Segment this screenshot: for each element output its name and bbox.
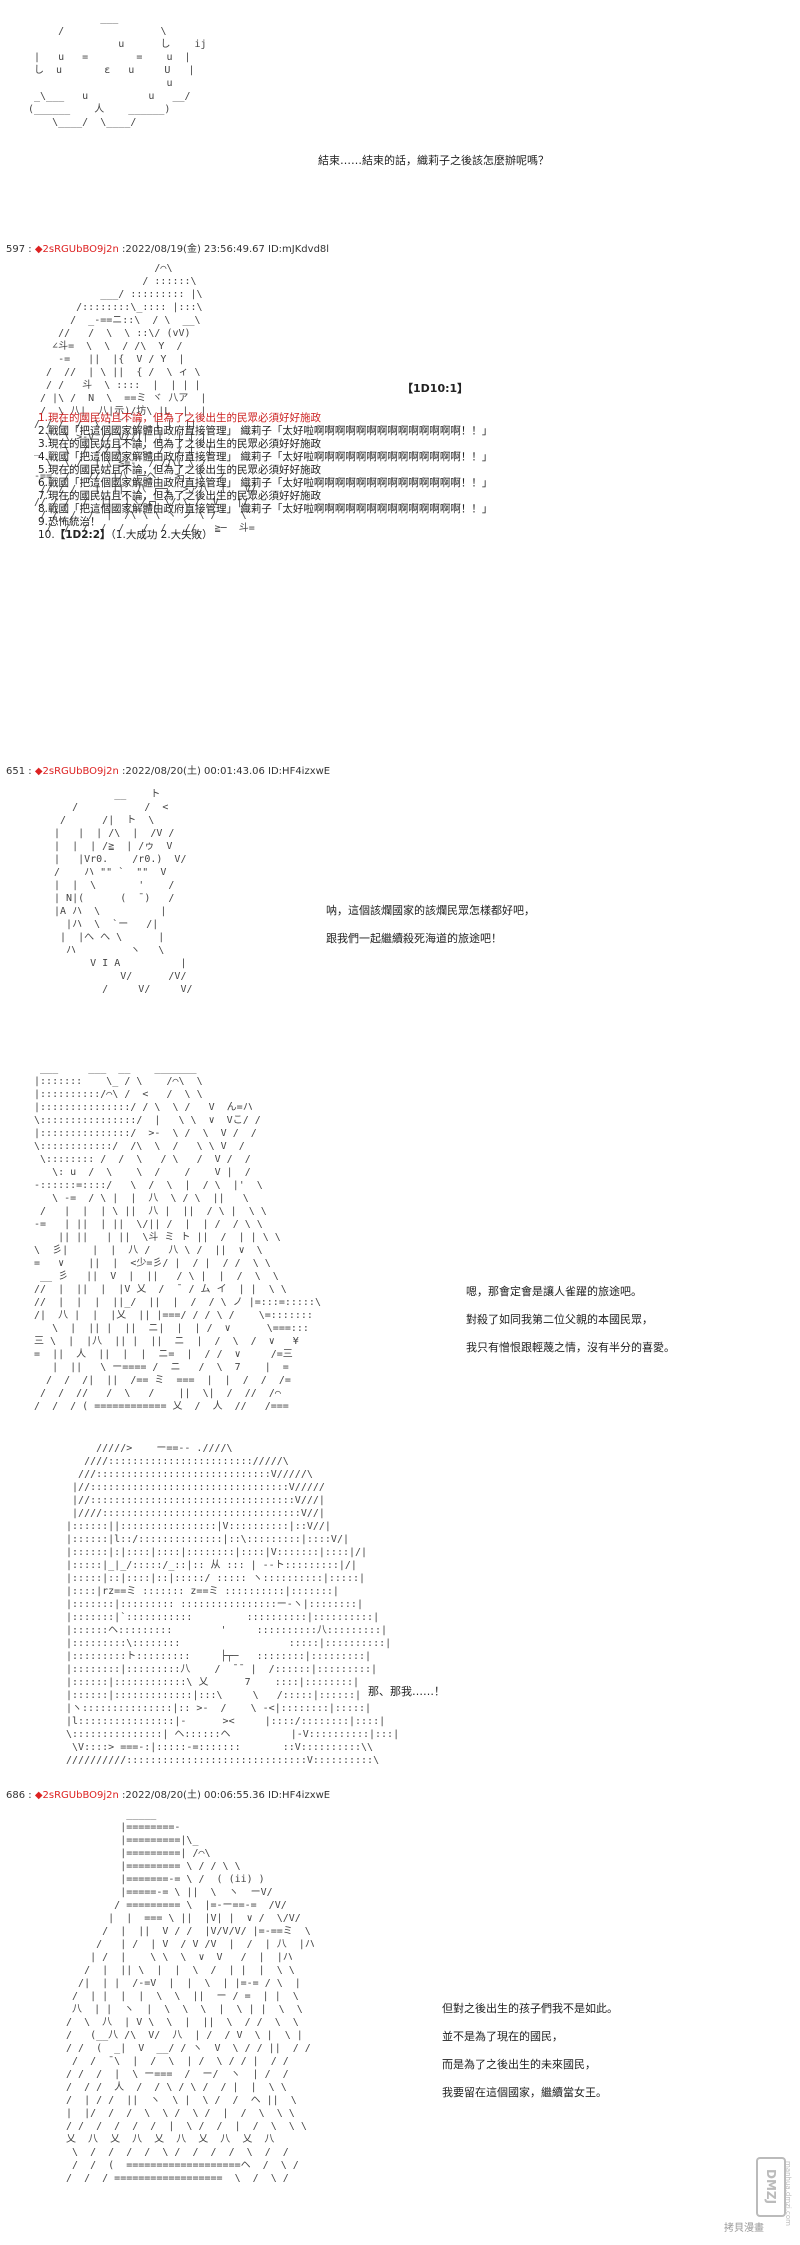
watermark-site: manhua.dmzj.com: [784, 2161, 792, 2226]
ascii-art-651-a: __ ト / / < / /| ト \ | | | /\ | /V / | | …: [54, 789, 193, 995]
watermark: DMZJ manhua.dmzj.com 拷貝漫畫: [724, 2157, 794, 2237]
post-number: 651: [6, 766, 26, 777]
tripcode: ◆2sRGUbBO9j2n: [34, 1790, 119, 1801]
post-meta: 2022/08/20(土) 00:01:43.06 ID:HF4izxwE: [125, 766, 331, 777]
post-header: 686 : ◆2sRGUbBO9j2n :2022/08/20(土) 00:06…: [6, 1790, 331, 1801]
option-item-10: 10.【1D2:2】（1.大成功 2.大失敗）: [38, 529, 213, 541]
dialog-line: 並不是為了現在的國民，: [442, 2030, 563, 2043]
option-item: 4.戰國「把這個國家解體由政府直接管理」 織莉子「太好啦啊啊啊啊啊啊啊啊啊啊啊啊…: [38, 451, 493, 463]
option-item: 6.戰國「把這個國家解體由政府直接管理」 織莉子「太好啦啊啊啊啊啊啊啊啊啊啊啊啊…: [38, 477, 493, 489]
dialog-line: 我要留在這個國家，繼續當女王。: [442, 2086, 607, 2099]
option-item: 5.現在的國民姑且不論，但為了之後出生的民眾必須好好施政: [38, 464, 322, 476]
post-number: 597: [6, 244, 26, 255]
dialog-line: 嗯，那會定會是讓人雀躍的旅途吧。: [466, 1285, 642, 1298]
watermark-logo: DMZJ: [756, 2157, 786, 2217]
dialog-line: 那、那我……！: [368, 1685, 445, 1698]
ascii-art-597: /⌒\ / ::::::\ ___/ ::::::::: |\ /:::::::…: [34, 263, 257, 534]
option-item: 3.現在的國民姑且不論，但為了之後出生的民眾必須好好施政: [38, 438, 322, 450]
post-header: 651 : ◆2sRGUbBO9j2n :2022/08/20(土) 00:01…: [6, 766, 331, 777]
ascii-art-686: _____ |========- |=========|\_ |========…: [66, 1809, 315, 2184]
ascii-art-651-c: /////> ー==-- .////\ ////::::::::::::::::…: [66, 1443, 400, 1766]
option-item: 1.現在的國民姑且不論，但為了之後出生的民眾必須好好施政: [38, 412, 322, 424]
option-item: 7.現在的國民姑且不論，但為了之後出生的民眾必須好好施政: [38, 490, 322, 502]
dialog-line: 對殺了如同我第二位父親的本國民眾，: [466, 1313, 653, 1326]
ascii-art-intro: ___ / \ u し ij | u = = u | し u ε u U | u…: [28, 13, 207, 128]
watermark-text: 拷貝漫畫: [724, 2223, 764, 2234]
post-number: 686: [6, 1790, 26, 1801]
option-item: 9.恐怖統治！: [38, 516, 101, 528]
post-meta: 2022/08/19(金) 23:56:49.67 ID:mJKdvd8l: [125, 244, 330, 255]
dialog-line: 但對之後出生的孩子們我不是如此。: [442, 2002, 618, 2015]
dialog-line: 而是為了之後出生的未來國民，: [442, 2058, 596, 2071]
post-meta: 2022/08/20(土) 00:06:55.36 ID:HF4izxwE: [125, 1790, 331, 1801]
tripcode: ◆2sRGUbBO9j2n: [34, 244, 119, 255]
dialog-line: 我只有憎恨跟輕蔑之情，沒有半分的喜愛。: [466, 1341, 675, 1354]
option-list: 1.現在的國民姑且不論，但為了之後出生的民眾必須好好施政 2.戰國「把這個國家解…: [38, 412, 492, 542]
dice-tag-10: 【1D2:2】: [54, 529, 111, 541]
dice-result-tag: 【1D10:1】: [402, 382, 469, 395]
dialog-line: 呐，這個該爛國家的該爛民眾怎樣都好吧，: [326, 904, 535, 917]
option-item: 8.戰國「把這個國家解體由政府直接管理」 織莉子「太好啦啊啊啊啊啊啊啊啊啊啊啊啊…: [38, 503, 493, 515]
intro-dialog: 結束……結束的話，織莉子之後該怎麼辦呢嗎？: [318, 154, 549, 167]
dialog-line: 跟我們一起繼續殺死海道的旅途吧！: [326, 932, 502, 945]
ascii-art-651-b: ___ ___ __ _______ |::::::: \_ / \ /⌒\ \…: [34, 1063, 321, 1412]
post-header: 597 : ◆2sRGUbBO9j2n :2022/08/19(金) 23:56…: [6, 244, 330, 255]
option-item: 2.戰國「把這個國家解體由政府直接管理」 織莉子「太好啦啊啊啊啊啊啊啊啊啊啊啊啊…: [38, 425, 493, 437]
tripcode: ◆2sRGUbBO9j2n: [34, 766, 119, 777]
